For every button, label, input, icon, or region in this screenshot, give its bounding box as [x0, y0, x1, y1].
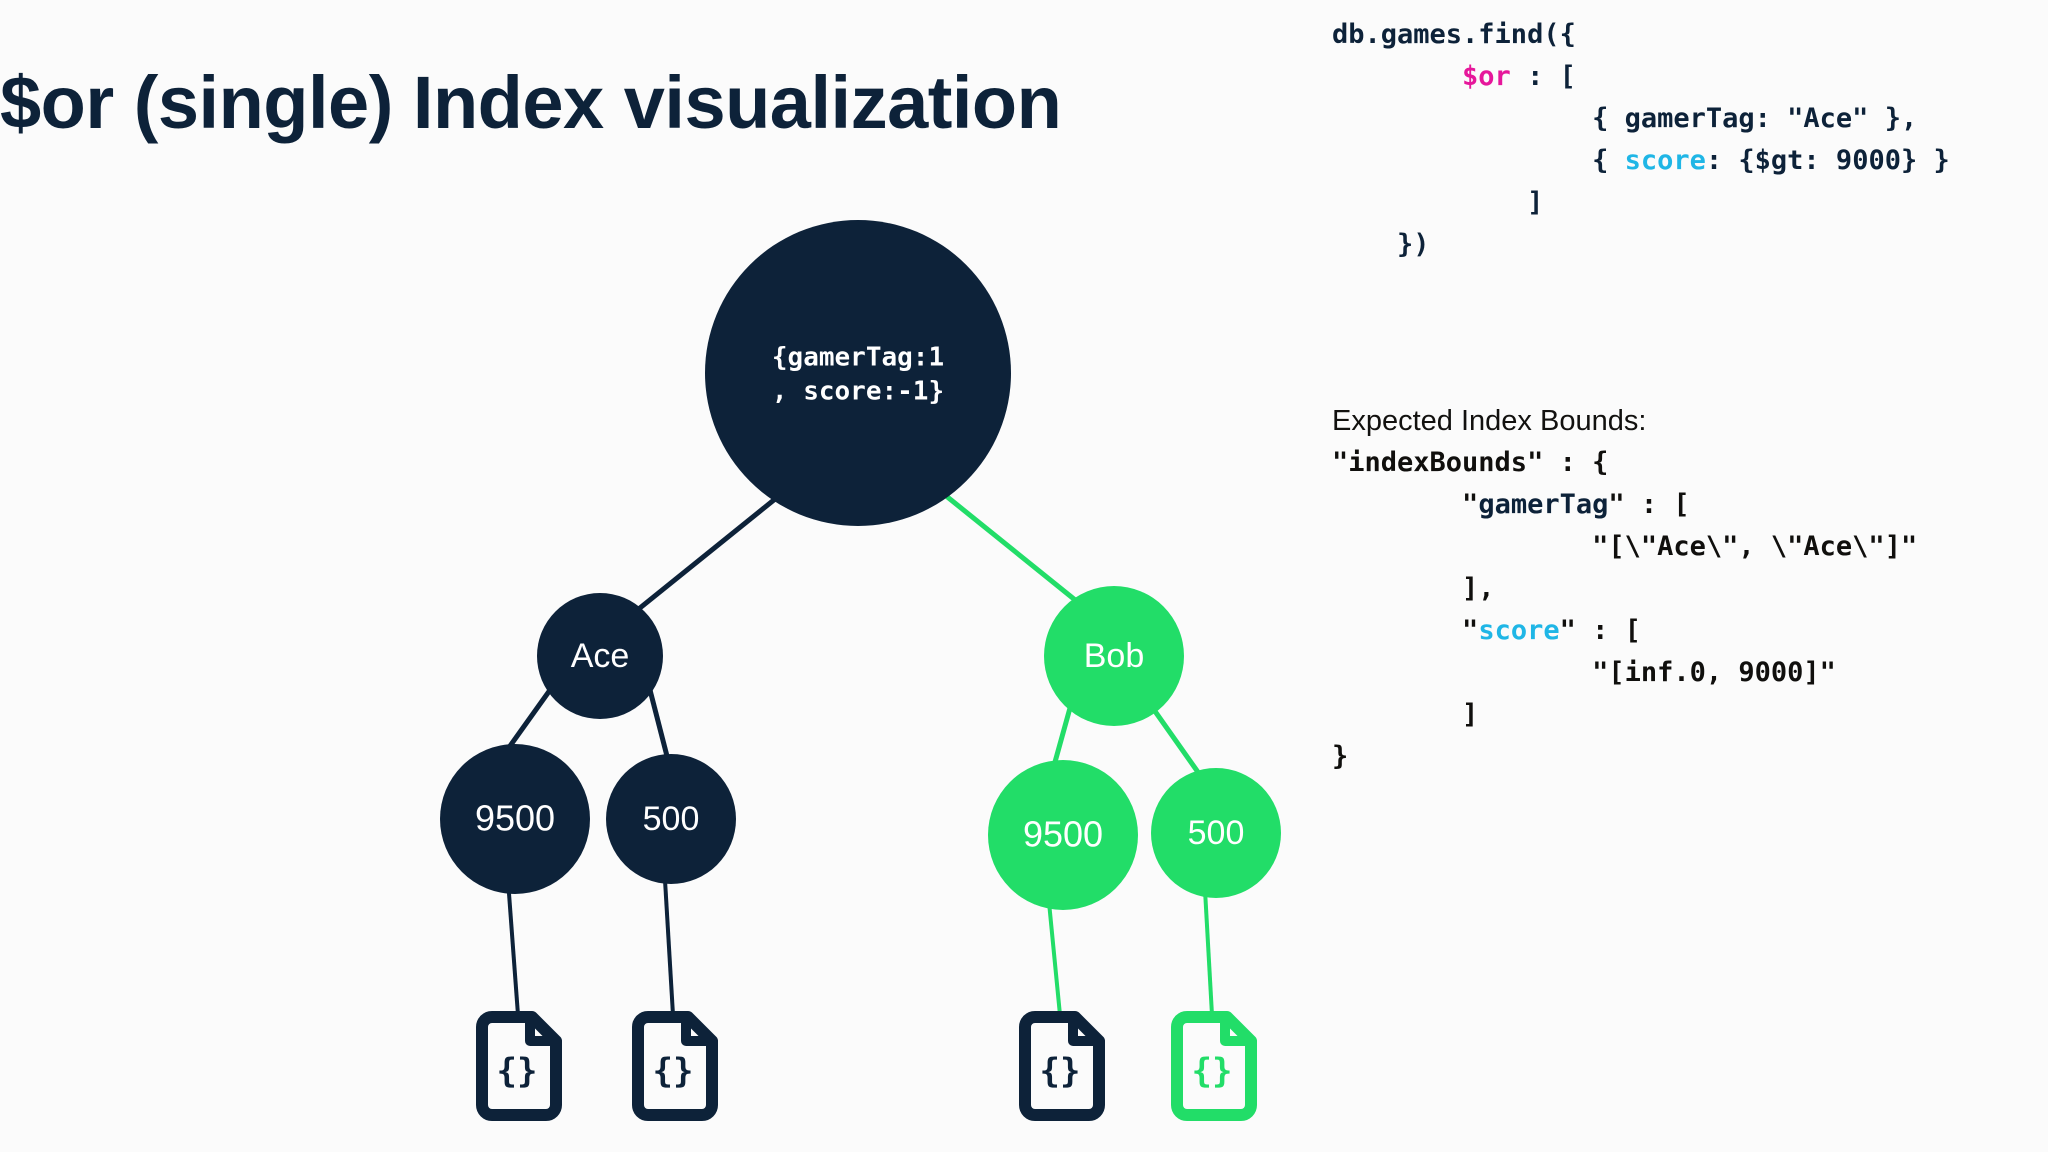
svg-text:{}: {}: [653, 1052, 694, 1092]
tree-node-root-label-line1: {gamerTag:1: [772, 343, 944, 373]
bounds-line-8: }: [1332, 741, 1349, 772]
bounds-line-2-rest: " : [: [1608, 489, 1690, 520]
index-bounds-code-block: "indexBounds" : { "gamerTag" : [ "[\"Ace…: [1332, 442, 2048, 778]
edge-ace-to-500: [647, 689, 671, 761]
query-line-2-rest: : [: [1510, 61, 1576, 92]
query-line-5: ]: [1332, 187, 1544, 218]
bounds-token-gamertag: gamerTag: [1478, 489, 1609, 520]
query-line-3: { gamerTag: "Ace" },: [1332, 103, 1918, 134]
edge-green9500-to-doc3: [1046, 891, 1062, 1016]
edge-root-to-bob: [933, 485, 1102, 622]
document-icon-ace-500[interactable]: {}: [632, 1011, 718, 1121]
bounds-line-2-indent: ": [1332, 489, 1479, 520]
tree-node-ace-label: Ace: [571, 637, 630, 675]
tree-node-ace-500-label: 500: [643, 800, 700, 838]
svg-text:{}: {}: [1040, 1052, 1081, 1092]
tree-node-bob-9500-label: 9500: [1023, 814, 1103, 855]
tree-node-ace[interactable]: [537, 593, 663, 719]
svg-text:{}: {}: [1192, 1052, 1233, 1092]
bounds-line-4: ],: [1332, 573, 1495, 604]
tree-node-root-label-line2: , score:-1}: [772, 377, 944, 407]
tree-node-root[interactable]: [705, 220, 1011, 526]
document-icon-bob-9500[interactable]: {}: [1019, 1011, 1105, 1121]
bounds-line-3: "[\"Ace\", \"Ace\"]": [1332, 531, 1918, 562]
query-code-block: db.games.find({ $or : [ { gamerTag: "Ace…: [1332, 14, 2048, 266]
query-line-4-indent: {: [1332, 145, 1625, 176]
tree-node-bob[interactable]: [1044, 586, 1184, 726]
edge-root-to-ace: [623, 485, 792, 622]
edge-9500-to-doc1: [506, 879, 520, 1016]
tree-node-ace-9500-label: 9500: [475, 798, 555, 839]
index-tree-diagram: {gamerTag:1 , score:-1} Ace Bob 9500 500…: [440, 220, 1281, 1121]
query-token-or: $or: [1462, 61, 1511, 92]
svg-text:{}: {}: [497, 1052, 538, 1092]
tree-node-bob-500-label: 500: [1188, 814, 1245, 852]
query-token-score: score: [1624, 145, 1706, 176]
page-title: $or (single) Index visualization: [0, 61, 1062, 144]
bounds-token-score: score: [1478, 615, 1560, 646]
tree-node-bob-500[interactable]: [1151, 768, 1281, 898]
tree-svg: {gamerTag:1 , score:-1} Ace Bob 9500 500…: [440, 220, 1281, 1121]
bounds-line-1: "indexBounds" : {: [1332, 447, 1609, 478]
edge-green500-to-doc4: [1203, 889, 1214, 1016]
bounds-line-7: ]: [1332, 699, 1479, 730]
tree-node-ace-500[interactable]: [606, 754, 736, 884]
query-line-1: db.games.find({: [1332, 19, 1576, 50]
query-line-2-indent: [1332, 61, 1462, 92]
tree-node-bob-label: Bob: [1084, 637, 1145, 675]
document-icon-ace-9500[interactable]: {}: [476, 1011, 562, 1121]
right-column: db.games.find({ $or : [ { gamerTag: "Ace…: [1332, 0, 2048, 1152]
query-line-6: }): [1332, 229, 1430, 260]
tree-node-ace-9500[interactable]: [440, 744, 590, 894]
tree-node-bob-9500[interactable]: [988, 760, 1138, 910]
edge-500-to-doc2: [663, 879, 675, 1016]
query-line-4-rest: : {$gt: 9000} }: [1705, 145, 1950, 176]
bounds-line-5-indent: ": [1332, 615, 1479, 646]
document-icon-bob-500[interactable]: {}: [1171, 1011, 1257, 1121]
bounds-line-5-rest: " : [: [1559, 615, 1641, 646]
expected-index-bounds-heading: Expected Index Bounds:: [1332, 405, 1647, 437]
bounds-line-6: "[inf.0, 9000]": [1332, 657, 1836, 688]
